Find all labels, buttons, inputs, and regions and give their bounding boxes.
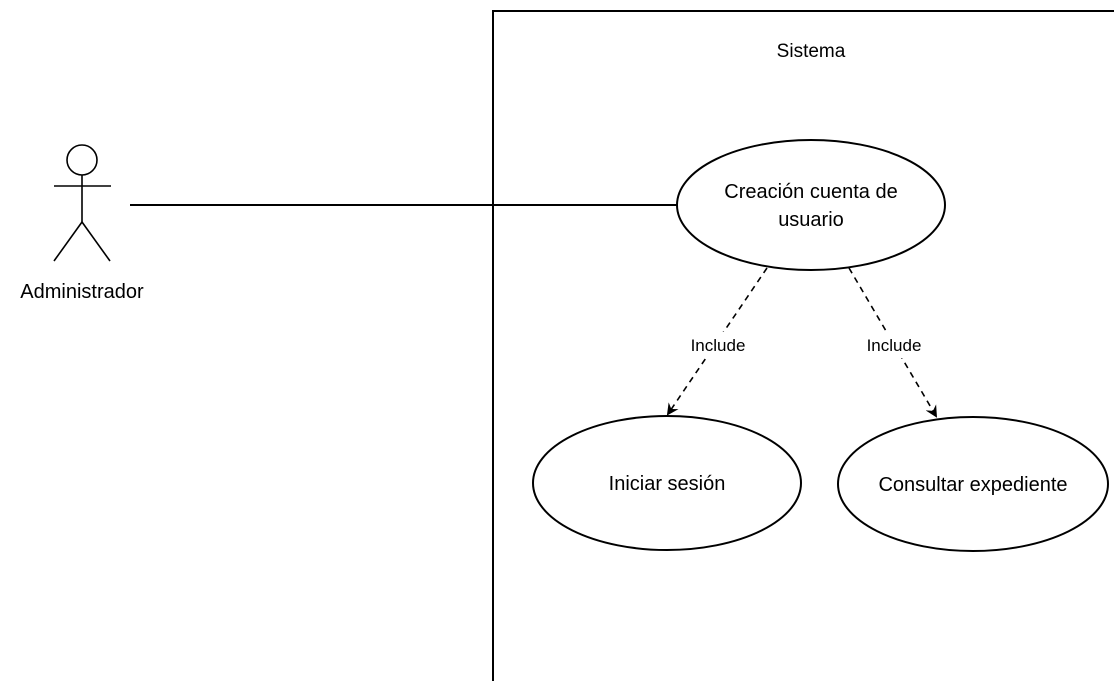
use-case-consult-file-shape bbox=[837, 416, 1109, 552]
use-case-create-account-line1: Creación cuenta de bbox=[724, 181, 897, 203]
include-arrow-consult bbox=[848, 267, 938, 418]
actor-head bbox=[66, 144, 98, 176]
actor-right-leg bbox=[81, 221, 111, 262]
actor-left-leg bbox=[53, 221, 83, 262]
include-label-bg-left bbox=[683, 332, 753, 358]
actor-label: Administrador bbox=[20, 281, 144, 303]
include-label-left: Include bbox=[691, 336, 746, 355]
use-case-consult-file-label: Consultar expediente bbox=[878, 474, 1067, 496]
include-relation-consult: Include bbox=[848, 267, 938, 418]
include-relation-login: Include bbox=[666, 267, 768, 416]
use-case-create-account-line2: usuario bbox=[778, 209, 844, 231]
include-label-bg-right bbox=[858, 332, 930, 358]
system-boundary: Sistema bbox=[492, 10, 1114, 681]
use-case-login[interactable]: Iniciar sesión bbox=[532, 415, 802, 551]
use-case-create-account[interactable]: Creación cuenta de usuario bbox=[676, 139, 946, 271]
use-case-consult-file[interactable]: Consultar expediente bbox=[837, 416, 1109, 552]
use-case-login-label: Iniciar sesión bbox=[609, 473, 726, 495]
use-case-login-shape bbox=[532, 415, 802, 551]
include-label-right: Include bbox=[867, 336, 922, 355]
actor-administrador[interactable]: Administrador bbox=[20, 144, 144, 303]
use-case-create-account-shape bbox=[676, 139, 946, 271]
system-title: Sistema bbox=[777, 41, 846, 62]
system-boundary-box bbox=[492, 10, 1114, 681]
